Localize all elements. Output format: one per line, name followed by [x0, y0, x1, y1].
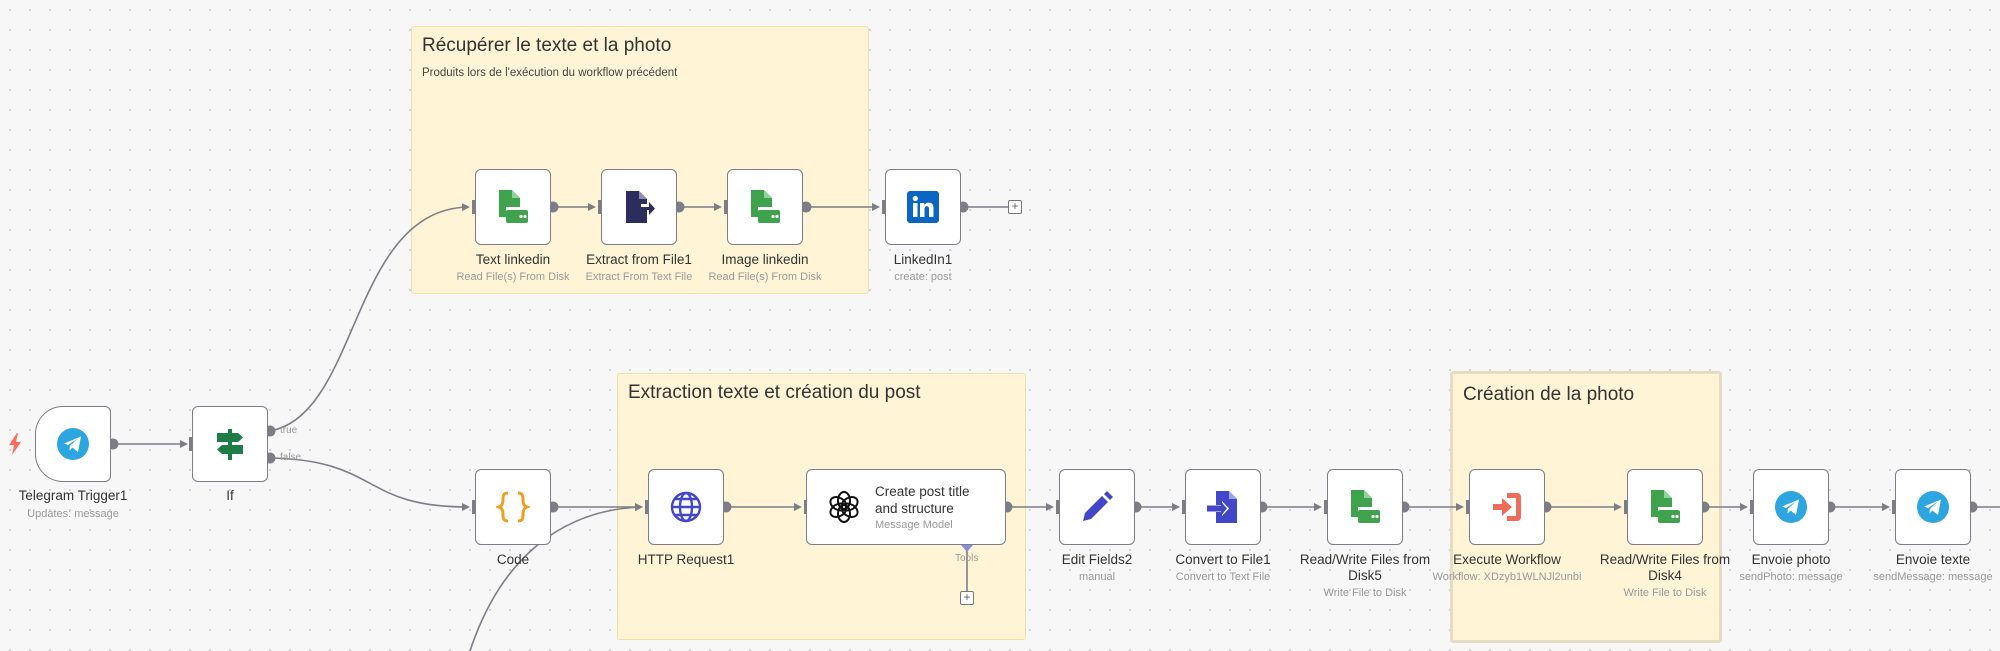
node-label: If — [226, 488, 234, 503]
node-sublabel: create: post — [894, 271, 952, 283]
node-label: Telegram Trigger1 — [18, 488, 128, 503]
node-sublabel: Read File(s) From Disk — [456, 271, 570, 283]
node-label: Edit Fields2 — [1061, 552, 1133, 567]
node-linkedin1[interactable] — [885, 169, 961, 245]
node-http-request[interactable] — [648, 469, 724, 545]
add-tool-button[interactable]: + — [960, 591, 974, 605]
node-label: Execute Workflow — [1453, 552, 1561, 567]
node-sublabel: Message Model — [875, 519, 953, 531]
file-export-icon — [626, 191, 655, 223]
pencil-icon — [1083, 491, 1113, 521]
node-envoie-photo[interactable] — [1753, 469, 1829, 545]
sticky-title: Extraction texte et création du post — [628, 382, 921, 403]
node-sublabel: sendPhoto: message — [1739, 571, 1843, 583]
node-code[interactable] — [475, 469, 551, 545]
node-label: Envoie photo — [1751, 552, 1831, 567]
node-create-post[interactable]: Create post title and structure Message … — [806, 469, 1006, 545]
add-node-button[interactable]: + — [1008, 200, 1022, 214]
signpost-icon — [217, 429, 243, 460]
trigger-bolt-icon — [9, 433, 21, 455]
tools-label: Tools — [955, 553, 979, 564]
node-text-linkedin[interactable] — [475, 169, 551, 245]
node-extract-from-file[interactable] — [601, 169, 677, 245]
node-sublabel: Write File to Disk — [1623, 587, 1707, 599]
node-if[interactable] — [192, 406, 268, 482]
sticky-title: Création de la photo — [1463, 384, 1635, 405]
node-sublabel: Convert to Text File — [1175, 571, 1271, 583]
node-read-write-files-4[interactable] — [1627, 469, 1703, 545]
node-telegram-trigger[interactable] — [35, 406, 111, 482]
node-label: Text linkedin — [475, 252, 551, 267]
sticky-subtitle: Produits lors de l'exécution du workflow… — [422, 67, 678, 79]
node-sublabel: Read File(s) From Disk — [708, 271, 822, 283]
sticky-title: Récupérer le texte et la photo — [422, 35, 672, 56]
node-read-write-files-5[interactable] — [1327, 469, 1403, 545]
node-sublabel: Workflow: XDzyb1WLNJl2unbi — [1432, 571, 1582, 583]
file-disk-icon — [499, 190, 528, 223]
file-disk-icon — [751, 190, 780, 223]
false-handle-label: false — [280, 452, 302, 463]
file-disk-icon — [1351, 490, 1380, 523]
node-label: Extract from File1 — [586, 252, 692, 267]
node-sublabel: manual — [1078, 571, 1116, 583]
sign-in-icon — [1493, 493, 1521, 521]
node-label: Code — [496, 552, 530, 567]
node-edit-fields[interactable] — [1059, 469, 1135, 545]
node-convert-to-file[interactable] — [1185, 469, 1261, 545]
node-label: Envoie texte — [1895, 552, 1971, 567]
node-label: Create post title and structure — [875, 484, 970, 516]
node-sublabel: Write File to Disk — [1323, 587, 1407, 599]
node-sublabel: Updates: message — [27, 508, 119, 520]
node-envoie-texte[interactable] — [1895, 469, 1971, 545]
node-execute-workflow[interactable] — [1469, 469, 1545, 545]
sticky-note-recuperer[interactable]: Récupérer le texte et la photo Produits … — [411, 26, 869, 294]
openai-icon — [829, 491, 859, 523]
connection — [269, 457, 470, 511]
true-handle-label: true — [280, 425, 298, 436]
telegram-icon — [1775, 491, 1807, 523]
code-braces-icon — [496, 491, 530, 523]
node-label: Image linkedin — [721, 252, 809, 267]
telegram-icon — [57, 428, 89, 460]
node-label: Read/Write Files from Disk5 — [1299, 552, 1431, 583]
node-sublabel: sendMessage: message — [1873, 571, 1993, 583]
node-label: Convert to File1 — [1175, 552, 1271, 567]
telegram-icon — [1917, 491, 1949, 523]
connection — [469, 503, 643, 651]
file-import-icon — [1207, 491, 1237, 523]
connection — [269, 203, 470, 432]
node-label: Read/Write Files from Disk4 — [1599, 552, 1731, 583]
linkedin-icon — [907, 191, 939, 223]
node-image-linkedin[interactable] — [727, 169, 803, 245]
node-label: HTTP Request1 — [637, 552, 735, 567]
node-sublabel: Extract From Text File — [585, 271, 693, 283]
node-label: LinkedIn1 — [893, 252, 953, 267]
file-disk-icon — [1651, 490, 1680, 523]
globe-icon — [670, 491, 702, 523]
